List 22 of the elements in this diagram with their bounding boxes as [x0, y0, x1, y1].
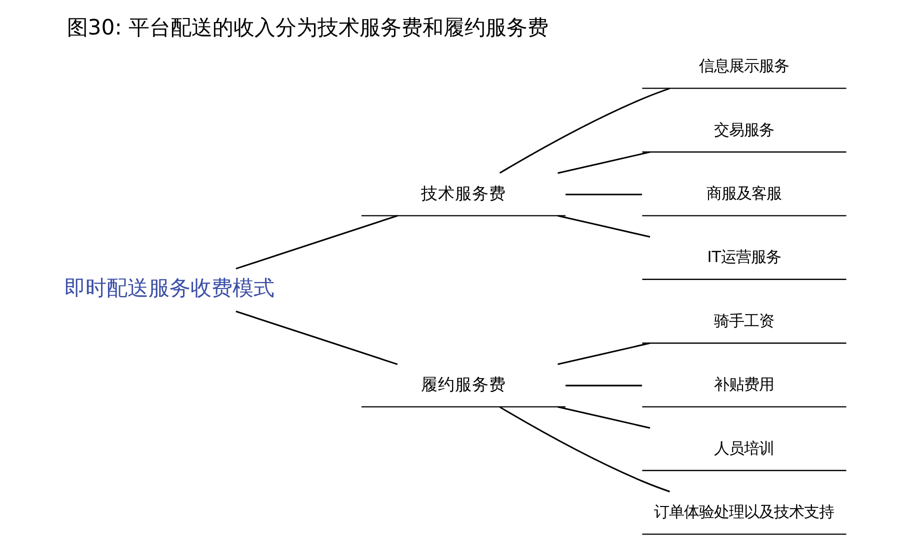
node-text: 订单体验处理以及技术支持 — [654, 502, 834, 521]
connector — [498, 88, 670, 174]
node-text: 骑手工资 — [714, 312, 774, 330]
node-text: 技术服务费 — [420, 184, 506, 203]
connector — [235, 310, 398, 366]
connector — [557, 342, 650, 366]
node-text: 补贴费用 — [714, 376, 774, 394]
node-text: 交易服务 — [714, 120, 774, 139]
node-text: 人员培训 — [714, 439, 774, 458]
connector — [557, 151, 650, 174]
connector — [557, 215, 650, 238]
node-text: 履约服务费 — [420, 374, 506, 394]
diagram-title: 图30: 平台配送的收入分为技术服务费和履约服务费 — [66, 16, 548, 40]
connector — [565, 384, 642, 386]
connector — [565, 194, 642, 196]
connector — [498, 406, 670, 492]
node-text: 信息展示服务 — [698, 57, 789, 76]
node-text: 即时配送服务收费模式 — [64, 276, 274, 300]
node-text: IT运营服务 — [706, 248, 781, 266]
connector — [557, 406, 650, 429]
connector — [235, 215, 398, 270]
node-text: 商服及客服 — [706, 184, 782, 202]
